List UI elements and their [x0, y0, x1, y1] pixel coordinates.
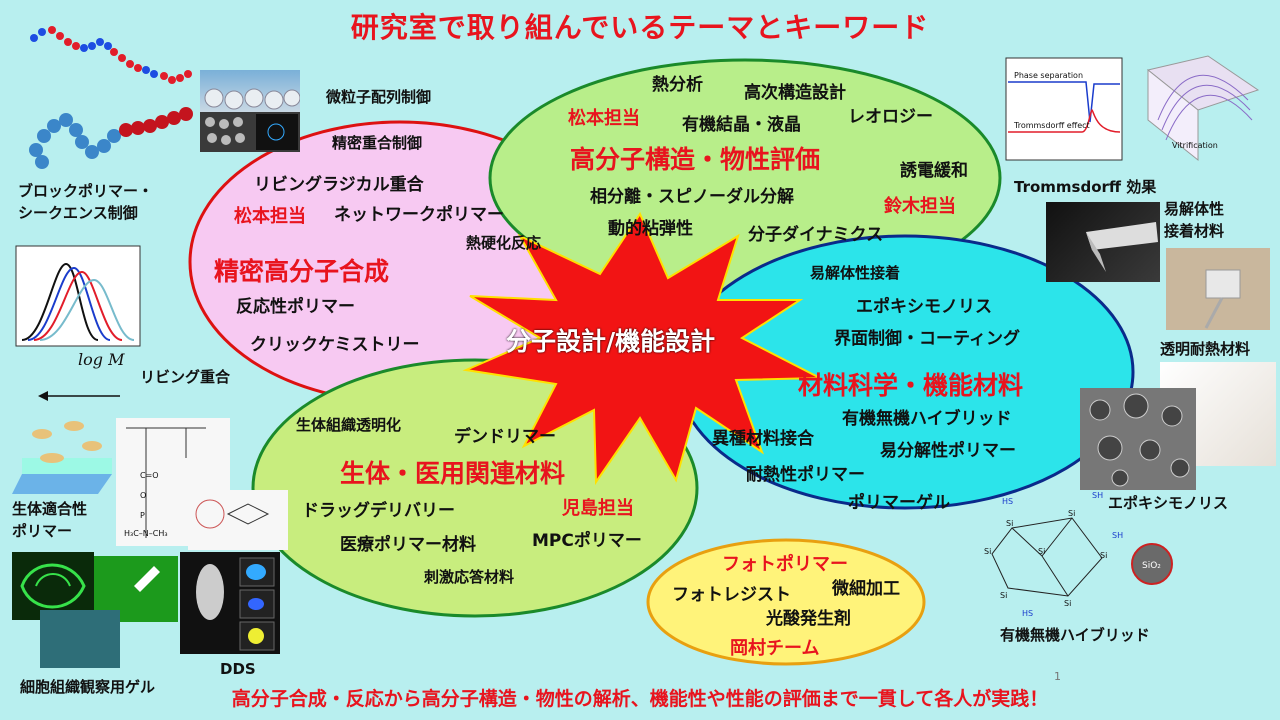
kw-structure-0: 熱分析: [652, 75, 703, 95]
kw-materials-3: 有機無機ハイブリッド: [842, 409, 1012, 429]
synthesis-owner: 松本担当: [234, 206, 306, 227]
svg-text:Si: Si: [984, 547, 991, 556]
kw-synthesis-4: 反応性ポリマー: [236, 297, 355, 317]
kw-materials-2: 界面制御・コーティング: [834, 329, 1020, 349]
kw-photo-0: フォトレジスト: [672, 585, 791, 605]
kw-synthesis-3: 熱硬化反応: [466, 234, 542, 252]
caption-trommsdorff: Trommsdorff 効果: [1014, 178, 1157, 196]
kw-materials-5: 易分解性ポリマー: [880, 441, 1016, 461]
kw-bio-0: 生体組織透明化: [296, 416, 402, 434]
kw-structure-7: 分子ダイナミクス: [748, 225, 884, 245]
kw-photo-2: 光酸発生剤: [766, 609, 851, 629]
svg-text:H₃C–N–CH₃: H₃C–N–CH₃: [124, 529, 168, 538]
center-star: [462, 211, 821, 486]
page-number: 1: [1054, 670, 1061, 683]
kw-structure-2: 有機結晶・液晶: [682, 115, 801, 135]
caption-transparent: 透明耐熱材料: [1160, 340, 1251, 358]
dds-image: [180, 552, 280, 654]
caption-block-copolymer: ブロックポリマー・ シークエンス制御: [18, 182, 154, 222]
svg-text:P: P: [140, 511, 145, 520]
cell-image-2: [94, 556, 178, 622]
kw-bio-4: MPCポリマー: [532, 531, 642, 551]
kw-synthesis-0: 精密重合制御: [332, 134, 423, 152]
kw-materials-4: 異種材料接合: [712, 429, 814, 449]
kw-structure-4: 誘電緩和: [900, 161, 968, 181]
svg-text:Si: Si: [1100, 551, 1107, 560]
trommsdorff-graph: Phase separation Trommsdorff effect: [1005, 57, 1123, 161]
caption-cell-gel: 細胞組織観察用ゲル: [20, 678, 156, 696]
cell-image-3: [40, 610, 120, 668]
caption-particle: 微粒子配列制御: [326, 88, 432, 106]
bio-owner: 児島担当: [562, 498, 634, 519]
kw-synthesis-2: ネットワークポリマー: [334, 205, 504, 225]
caption-hybrid: 有機無機ハイブリッド: [1000, 626, 1150, 644]
kw-bio-5: 刺激応答材料: [424, 568, 515, 586]
svg-text:Vitrification: Vitrification: [1172, 141, 1218, 150]
caption-epoxy: エポキシモノリス: [1108, 494, 1229, 512]
bio-heading: 生体・医用関連材料: [340, 459, 566, 488]
epoxy-sem-image: [1080, 388, 1196, 490]
dendrimer-image: [188, 490, 288, 550]
kw-bio-2: ドラッグデリバリー: [302, 501, 455, 521]
svg-text:Si: Si: [1064, 599, 1071, 608]
kw-structure-3: レオロジー: [848, 107, 933, 127]
sio2-particle-image: SiO₂: [1131, 543, 1173, 585]
biocompat-surface-image: [12, 421, 112, 494]
synthesis-heading: 精密高分子合成: [214, 257, 390, 286]
kw-photo-1: 微細加工: [832, 579, 900, 599]
kw-materials-7: ポリマーゲル: [848, 493, 950, 513]
svg-text:Si: Si: [1006, 519, 1013, 528]
structure-owner-1: 松本担当: [568, 108, 640, 129]
caption-adhesive: 易解体性 接着材料: [1164, 200, 1225, 240]
vitrification-plot: Vitrification: [1146, 55, 1260, 162]
center-label: 分子設計/機能設計: [506, 327, 716, 356]
particle-photo-top: [200, 70, 301, 112]
kw-materials-6: 耐熱性ポリマー: [746, 465, 865, 485]
caption-biocompat: 生体適合性 ポリマー: [12, 500, 88, 540]
svg-text:HS: HS: [1002, 497, 1013, 506]
kw-materials-0: 易解体性接着: [810, 264, 901, 282]
svg-text:SH: SH: [1112, 531, 1123, 540]
structure-owner-2: 鈴木担当: [884, 196, 956, 217]
kw-structure-6: 動的粘弾性: [608, 219, 693, 239]
particle-photo-bottom: [200, 112, 300, 152]
photopolymer-ellipse: [646, 538, 926, 666]
adhesive-photo: [1046, 202, 1160, 282]
kw-bio-3: 医療ポリマー材料: [340, 535, 476, 555]
living-gpc-graph: [15, 245, 141, 347]
svg-text:Trommsdorff effect: Trommsdorff effect: [1013, 121, 1090, 130]
svg-text:O: O: [140, 491, 146, 500]
svg-text:Si: Si: [1068, 509, 1075, 518]
svg-text:C=O: C=O: [140, 471, 159, 480]
kw-synthesis-5: クリックケミストリー: [250, 335, 420, 355]
structure-heading: 高分子構造・物性評価: [570, 145, 821, 174]
kw-structure-1: 高次構造設計: [744, 83, 846, 103]
block-copolymer-image: [29, 26, 193, 169]
footer-text: 高分子合成・反応から高分子構造・物性の解析、機能性や性能の評価まで一貫して各人が…: [231, 688, 1049, 710]
caption-dds: DDS: [220, 660, 256, 678]
photopolymer-team: 岡村チーム: [730, 638, 820, 659]
kw-structure-5: 相分離・スピノーダル分解: [590, 187, 794, 207]
page-title: 研究室で取り組んでいるテーマとキーワード: [350, 11, 930, 44]
kw-synthesis-1: リビングラジカル重合: [254, 175, 424, 195]
photopolymer-heading: フォトポリマー: [722, 554, 848, 575]
svg-text:SH: SH: [1092, 491, 1103, 500]
bio-ellipse: [251, 358, 699, 618]
caption-living: リビング重合: [140, 368, 231, 386]
svg-text:SiO₂: SiO₂: [1142, 561, 1161, 571]
svg-text:Si: Si: [1000, 591, 1007, 600]
caption-log-m: log M: [78, 350, 125, 369]
materials-heading: 材料科学・機能材料: [798, 371, 1024, 400]
svg-text:HS: HS: [1022, 609, 1033, 618]
transparent-photo: [1166, 248, 1270, 330]
cell-image-1: [12, 552, 94, 620]
svg-text:Si: Si: [1038, 547, 1045, 556]
kw-bio-1: デンドリマー: [454, 427, 556, 447]
svg-text:Phase separation: Phase separation: [1014, 71, 1083, 80]
kw-materials-1: エポキシモノリス: [856, 297, 992, 317]
